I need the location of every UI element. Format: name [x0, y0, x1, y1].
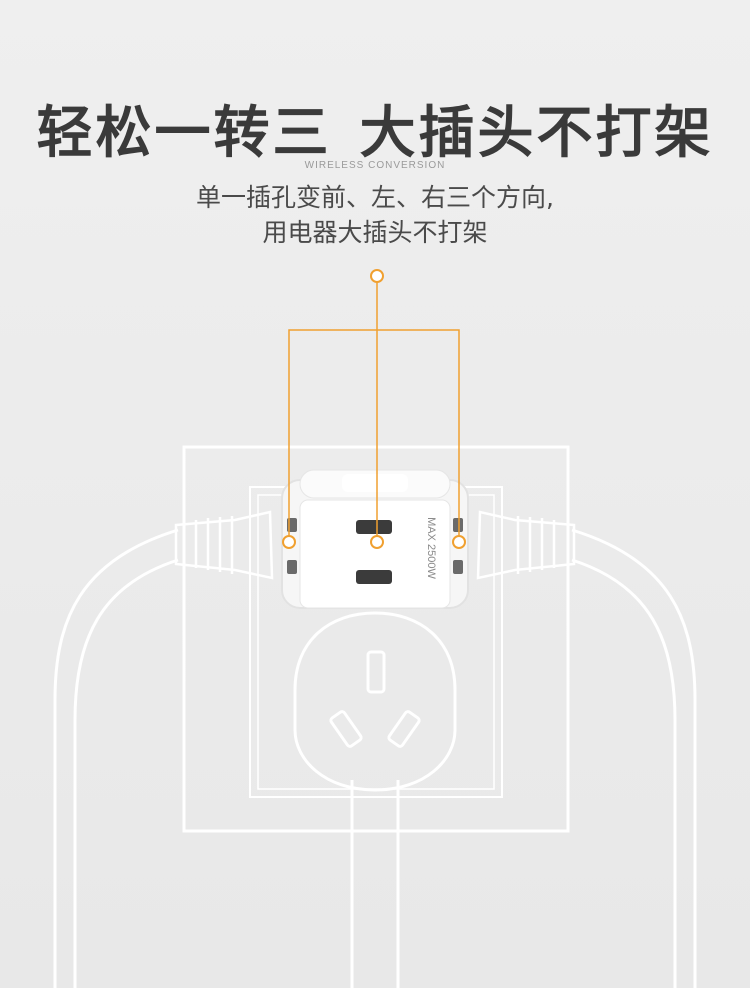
front-plug — [293, 611, 457, 792]
direction-markers — [282, 269, 466, 549]
headline: 轻松一转三大插头不打架 — [0, 88, 750, 169]
center-marker — [370, 535, 384, 549]
description: 单一插孔变前、左、右三个方向, 用电器大插头不打架 — [0, 180, 750, 250]
left-plug — [174, 510, 274, 580]
top-marker — [370, 269, 384, 283]
headline-part1: 轻松一转三 — [36, 101, 332, 166]
description-line1: 单一插孔变前、左、右三个方向, — [196, 183, 554, 212]
outer-cables — [53, 528, 697, 988]
right-plug — [476, 510, 576, 580]
left-marker — [282, 535, 296, 549]
description-line2: 用电器大插头不打架 — [262, 218, 488, 247]
direction-guides — [288, 282, 460, 536]
rating-label: MAX 2500W — [425, 517, 437, 579]
headline-part2: 大插头不打架 — [359, 101, 714, 166]
subtitle-tag: WIRELESS CONVERSION — [304, 160, 446, 171]
right-marker — [452, 535, 466, 549]
